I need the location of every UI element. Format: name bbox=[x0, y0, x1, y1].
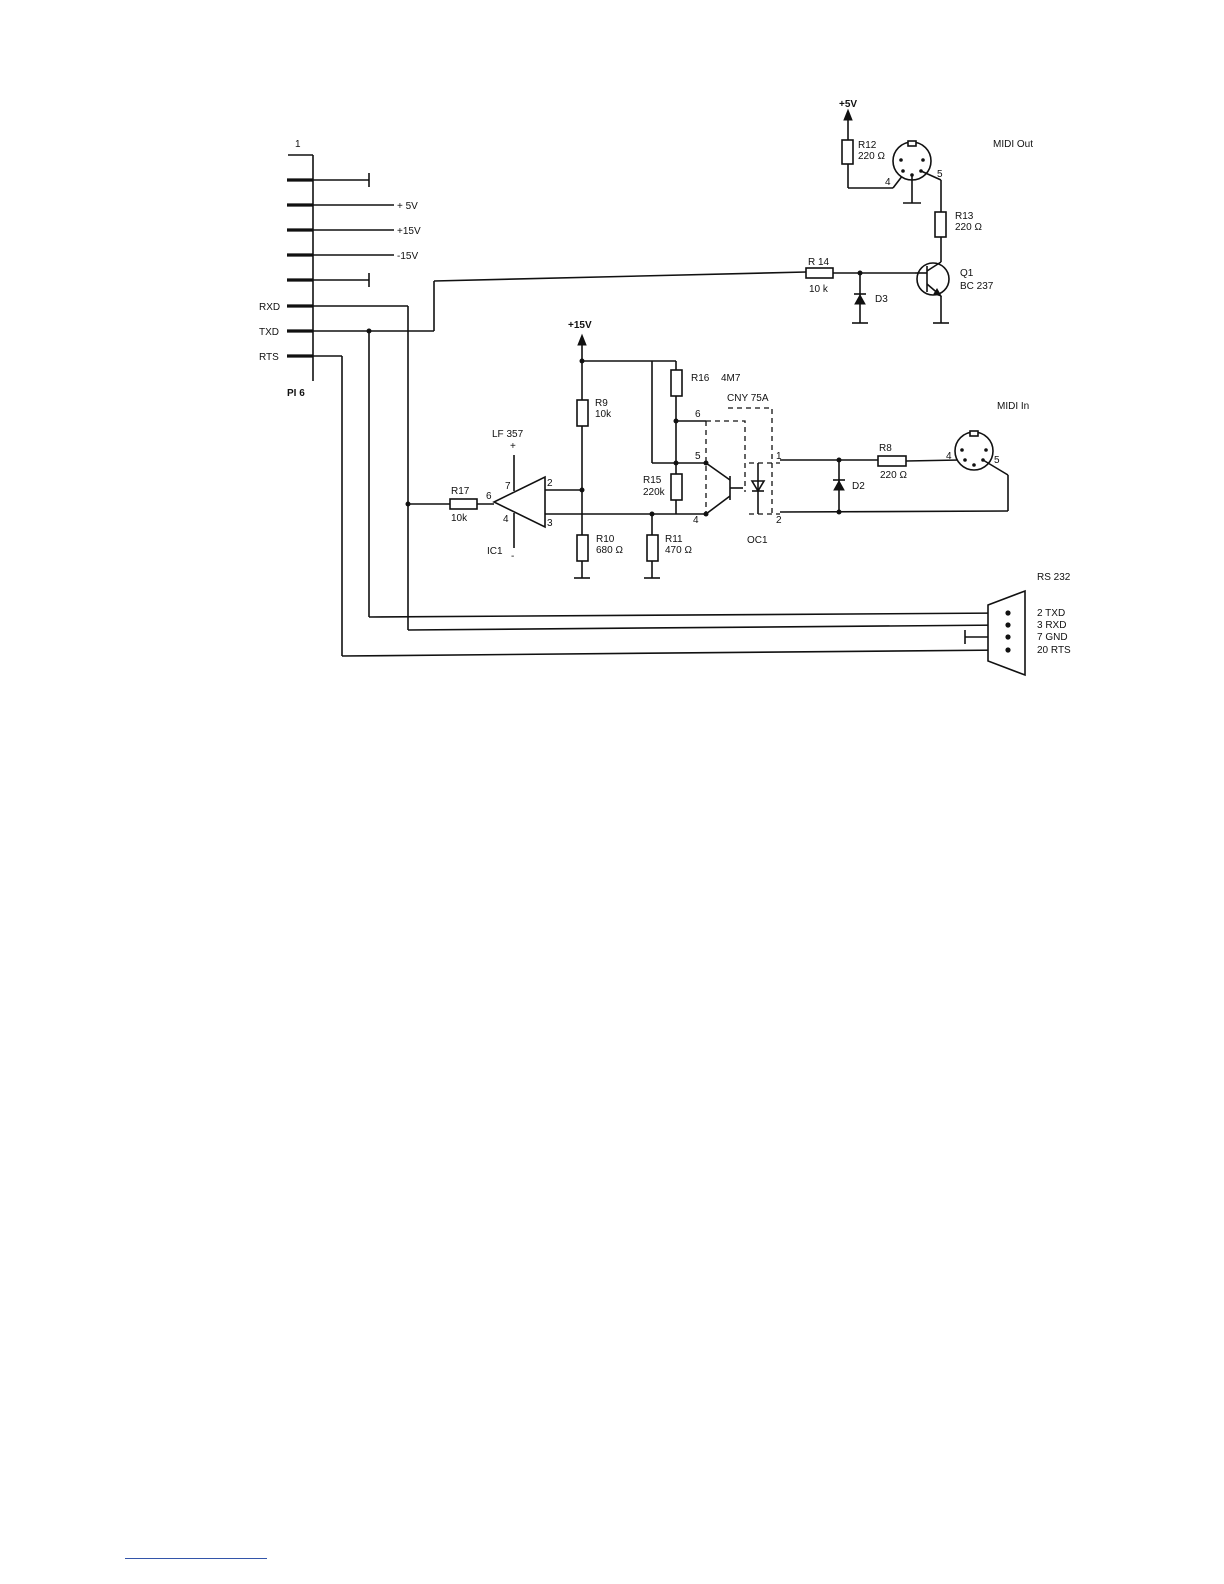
header-connector-pi6 bbox=[287, 155, 394, 381]
d3-ref: D3 bbox=[875, 294, 888, 305]
rs232-pin-rxd: 3 RXD bbox=[1037, 620, 1066, 631]
q1-ref: Q1 bbox=[960, 268, 974, 279]
midi-in-pin5: 5 bbox=[994, 455, 1000, 466]
opamp-pin3: 3 bbox=[547, 518, 553, 529]
midi-out-supply-label: +5V bbox=[839, 99, 857, 110]
oc1-pin4: 4 bbox=[693, 515, 699, 526]
rs232-pin-rts: 20 RTS bbox=[1037, 645, 1071, 656]
rs232-connector bbox=[988, 591, 1025, 675]
r17-ref: R17 bbox=[451, 486, 470, 497]
footer-rule bbox=[125, 1558, 267, 1559]
junction-txd bbox=[367, 329, 372, 334]
r15-ref: R15 bbox=[643, 475, 662, 486]
junction-r15-pin5 bbox=[674, 461, 679, 466]
junction-oc1-pin4 bbox=[704, 512, 709, 517]
r13-value: 220 Ω bbox=[955, 222, 982, 233]
junction-rxd bbox=[406, 502, 411, 507]
r15-resistor bbox=[671, 474, 682, 500]
opamp-plus: + bbox=[510, 441, 516, 452]
midi-in-circuit bbox=[450, 335, 1008, 578]
junction-r14-d3 bbox=[858, 271, 863, 276]
pi6-pin1-label: 1 bbox=[295, 139, 301, 150]
r17-resistor bbox=[450, 499, 477, 509]
txd-label: TXD bbox=[259, 327, 279, 338]
r16-value: 4M7 bbox=[721, 373, 741, 384]
junction-r11 bbox=[650, 512, 655, 517]
oc1-ref: OC1 bbox=[747, 535, 768, 546]
rail-plus5-label: + 5V bbox=[397, 201, 418, 212]
midi-in-pin4: 4 bbox=[946, 451, 952, 462]
r16-resistor bbox=[671, 370, 682, 396]
junction-r16-pin6 bbox=[674, 419, 679, 424]
oc1-pin6: 6 bbox=[695, 409, 701, 420]
opamp-pin2: 2 bbox=[547, 478, 553, 489]
r11-resistor bbox=[647, 535, 658, 561]
opamp-pin4: 4 bbox=[503, 514, 509, 525]
opamp-pin6: 6 bbox=[486, 491, 492, 502]
r12-resistor bbox=[842, 140, 853, 164]
r9-value: 10k bbox=[595, 409, 612, 420]
r11-value: 470 Ω bbox=[665, 545, 692, 556]
midi-out-pin5: 5 bbox=[937, 169, 943, 180]
r10-value: 680 Ω bbox=[596, 545, 623, 556]
r8-resistor bbox=[878, 456, 906, 466]
opamp-minus: - bbox=[511, 551, 514, 562]
oc1-pin2: 2 bbox=[776, 515, 782, 526]
r9-resistor bbox=[577, 400, 588, 426]
r13-ref: R13 bbox=[955, 211, 974, 222]
r14-ref: R 14 bbox=[808, 257, 830, 268]
r12-value: 220 Ω bbox=[858, 151, 885, 162]
r11-ref: R11 bbox=[665, 534, 683, 545]
oc1-type: CNY 75A bbox=[727, 393, 769, 404]
junction-d2-top bbox=[837, 458, 842, 463]
junction-15v-rail bbox=[580, 359, 585, 364]
rxd-label: RXD bbox=[259, 302, 280, 313]
r17-value: 10k bbox=[451, 513, 468, 524]
opamp-type: LF 357 bbox=[492, 429, 524, 440]
r8-ref: R8 bbox=[879, 443, 892, 454]
opamp-ref: IC1 bbox=[487, 546, 503, 557]
r9-ref: R9 bbox=[595, 398, 608, 409]
opamp-pin7: 7 bbox=[505, 481, 511, 492]
midi-in-title: MIDI In bbox=[997, 401, 1029, 412]
oc1-pin1: 1 bbox=[776, 451, 782, 462]
oc1-pin5: 5 bbox=[695, 451, 701, 462]
r10-ref: R10 bbox=[596, 534, 615, 545]
r13-resistor bbox=[935, 212, 946, 237]
q1-value: BC 237 bbox=[960, 281, 994, 292]
rs232-pin-gnd: 7 GND bbox=[1037, 632, 1068, 643]
rail-plus15-label: +15V bbox=[397, 226, 421, 237]
r14-resistor bbox=[806, 268, 833, 278]
rail-minus15-label: -15V bbox=[397, 251, 418, 262]
rts-label: RTS bbox=[259, 352, 279, 363]
junction-d2-bottom bbox=[837, 510, 842, 515]
junction-r9-r10 bbox=[580, 488, 585, 493]
rs232-pin-txd: 2 TXD bbox=[1037, 608, 1065, 619]
r12-ref: R12 bbox=[858, 140, 877, 151]
r16-ref: R16 bbox=[691, 373, 710, 384]
r14-value: 10 k bbox=[809, 284, 829, 295]
junction-oc1-pin5 bbox=[704, 461, 709, 466]
r15-value: 220k bbox=[643, 487, 666, 498]
midi-out-pin4: 4 bbox=[885, 177, 891, 188]
d3-diode bbox=[855, 295, 865, 304]
midi-out-title: MIDI Out bbox=[993, 139, 1033, 150]
pi6-label: PI 6 bbox=[287, 388, 305, 399]
midi-in-supply-label: +15V bbox=[568, 320, 592, 331]
rs232-title: RS 232 bbox=[1037, 572, 1071, 583]
r10-resistor bbox=[577, 535, 588, 561]
r8-value: 220 Ω bbox=[880, 470, 907, 481]
d2-diode bbox=[834, 481, 844, 490]
ic1-opamp bbox=[494, 477, 545, 527]
d2-ref: D2 bbox=[852, 481, 865, 492]
